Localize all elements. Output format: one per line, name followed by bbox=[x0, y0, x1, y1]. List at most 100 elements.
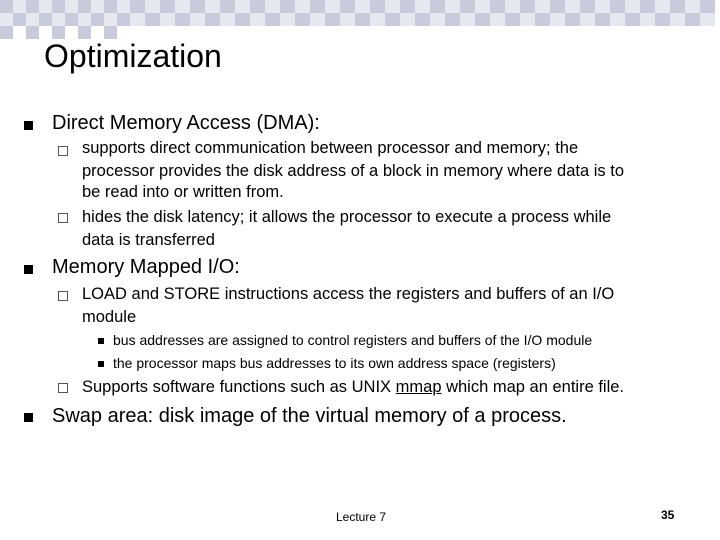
bullet-swap-area: Swap area: disk image of the virtual mem… bbox=[52, 405, 567, 427]
pattern-tile bbox=[130, 0, 145, 13]
pattern-tile bbox=[385, 13, 400, 26]
sub-bullet-mmio-2-suffix: which map an entire file. bbox=[441, 378, 625, 396]
pattern-tile bbox=[415, 13, 430, 26]
pattern-tile bbox=[640, 13, 655, 26]
pattern-tile bbox=[39, 0, 52, 13]
pattern-tile bbox=[295, 13, 310, 26]
pattern-tile bbox=[550, 0, 565, 13]
sub-bullet-mmio-2: Supports software functions such as UNIX… bbox=[82, 376, 624, 399]
pattern-tile bbox=[310, 13, 325, 26]
bullet-hollow-square-icon bbox=[58, 213, 68, 223]
pattern-tile bbox=[145, 0, 160, 13]
pattern-tile bbox=[26, 13, 39, 26]
pattern-tile bbox=[78, 13, 91, 26]
pattern-tile bbox=[595, 0, 610, 13]
pattern-tile bbox=[520, 13, 535, 26]
pattern-tile bbox=[670, 13, 685, 26]
bullet-hollow-square-icon bbox=[58, 146, 68, 156]
page-number: 35 bbox=[661, 508, 675, 522]
pattern-tile bbox=[265, 13, 280, 26]
pattern-tile bbox=[490, 13, 505, 26]
pattern-tile bbox=[250, 13, 265, 26]
pattern-tile bbox=[130, 13, 145, 26]
pattern-tile bbox=[26, 0, 39, 13]
bullet-small-square-icon bbox=[98, 361, 104, 367]
pattern-tile bbox=[0, 0, 13, 13]
pattern-tile bbox=[205, 0, 220, 13]
pattern-tile bbox=[117, 0, 130, 13]
pattern-tile bbox=[685, 0, 700, 13]
pattern-tile bbox=[670, 0, 685, 13]
pattern-tile bbox=[370, 13, 385, 26]
pattern-tile bbox=[505, 13, 520, 26]
pattern-tile bbox=[475, 0, 490, 13]
pattern-tile bbox=[0, 26, 13, 39]
pattern-tile bbox=[505, 0, 520, 13]
bullet-dma: Direct Memory Access (DMA): bbox=[52, 112, 320, 134]
pattern-tile bbox=[535, 0, 550, 13]
subsub-bullet-2: the processor maps bus addresses to its … bbox=[113, 355, 556, 371]
pattern-tile bbox=[400, 0, 415, 13]
pattern-tile bbox=[610, 13, 625, 26]
pattern-tile bbox=[700, 0, 715, 13]
pattern-tile bbox=[160, 0, 175, 13]
pattern-tile bbox=[460, 13, 475, 26]
pattern-tile bbox=[490, 0, 505, 13]
pattern-tile bbox=[295, 0, 310, 13]
pattern-tile bbox=[460, 0, 475, 13]
pattern-tile bbox=[445, 0, 460, 13]
pattern-tile bbox=[250, 0, 265, 13]
mmap-term: mmap bbox=[395, 378, 442, 396]
pattern-tile bbox=[190, 13, 205, 26]
sub-bullet-dma-2-line2: data is transferred bbox=[82, 231, 215, 249]
pattern-tile bbox=[13, 13, 26, 26]
pattern-tile bbox=[520, 0, 535, 13]
bullet-memory-mapped-io: Memory Mapped I/O: bbox=[52, 256, 240, 278]
pattern-tile bbox=[104, 13, 117, 26]
pattern-tile bbox=[550, 13, 565, 26]
pattern-tile bbox=[205, 13, 220, 26]
slide-title: Optimization bbox=[44, 38, 222, 74]
pattern-tile bbox=[430, 0, 445, 13]
pattern-tile bbox=[52, 0, 65, 13]
pattern-tile bbox=[78, 26, 91, 39]
pattern-tile bbox=[39, 13, 52, 26]
pattern-tile bbox=[104, 0, 117, 13]
bullet-square-icon bbox=[24, 265, 33, 274]
pattern-tile bbox=[355, 13, 370, 26]
pattern-tile bbox=[445, 13, 460, 26]
pattern-tile bbox=[65, 0, 78, 13]
pattern-tile bbox=[580, 0, 595, 13]
pattern-tile bbox=[78, 0, 91, 13]
sub-bullet-mmio-1-line1: LOAD and STORE instructions access the r… bbox=[82, 285, 615, 303]
pattern-tile bbox=[325, 13, 340, 26]
pattern-tile bbox=[400, 13, 415, 26]
pattern-tile bbox=[565, 13, 580, 26]
pattern-tile bbox=[220, 0, 235, 13]
pattern-tile bbox=[91, 0, 104, 13]
pattern-tile bbox=[52, 26, 65, 39]
pattern-tile bbox=[475, 13, 490, 26]
bullet-small-square-icon bbox=[98, 338, 104, 344]
pattern-tile bbox=[700, 13, 715, 26]
footer-lecture: Lecture 7 bbox=[336, 510, 387, 524]
bullet-square-icon bbox=[24, 413, 33, 422]
pattern-tile bbox=[235, 0, 250, 13]
bullet-hollow-square-icon bbox=[58, 383, 68, 393]
pattern-tile bbox=[280, 13, 295, 26]
pattern-tile bbox=[655, 13, 670, 26]
pattern-tile bbox=[52, 13, 65, 26]
pattern-tile bbox=[91, 13, 104, 26]
pattern-tile bbox=[340, 13, 355, 26]
sub-bullet-mmio-2-prefix: Supports software functions such as UNIX bbox=[82, 378, 396, 396]
pattern-tile bbox=[580, 13, 595, 26]
pattern-tile bbox=[355, 0, 370, 13]
pattern-tile bbox=[235, 13, 250, 26]
sub-bullet-dma-1-line1: supports direct communication between pr… bbox=[82, 139, 579, 157]
pattern-tile bbox=[325, 0, 340, 13]
pattern-tile bbox=[280, 0, 295, 13]
sub-bullet-mmio-1-line2: module bbox=[82, 308, 137, 326]
pattern-tile bbox=[535, 13, 550, 26]
subsub-bullet-1: bus addresses are assigned to control re… bbox=[113, 332, 593, 348]
pattern-tile bbox=[175, 13, 190, 26]
